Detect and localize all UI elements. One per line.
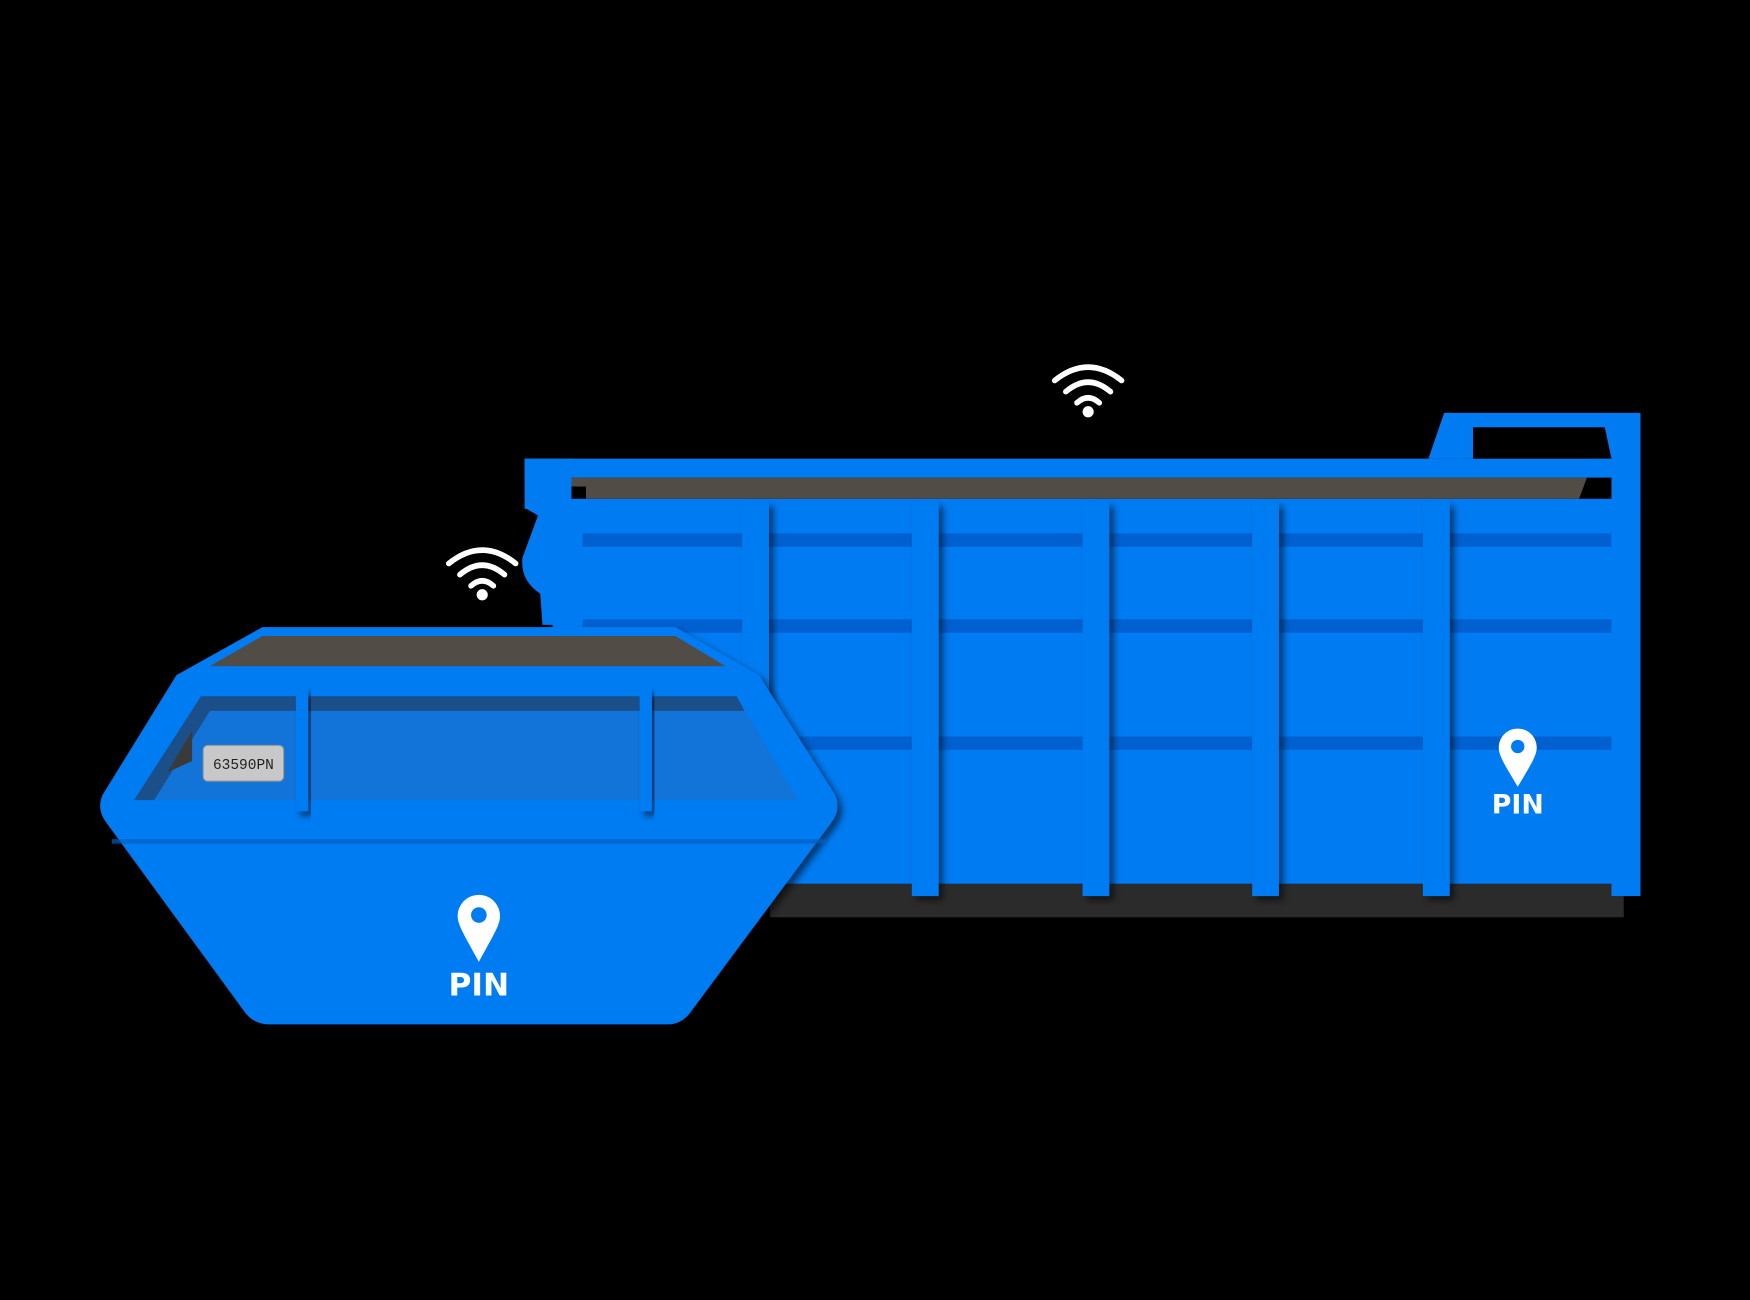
wifi-icon: [1051, 364, 1125, 418]
skip-hinge: [167, 730, 193, 773]
top-rim: [524, 458, 1641, 478]
rim-left: [524, 458, 572, 509]
map-pin-icon: [1498, 728, 1537, 787]
handle-hole: [1473, 427, 1605, 459]
wifi-icon: [445, 547, 519, 601]
large-container: PIN: [522, 364, 1641, 918]
post: [1422, 502, 1450, 897]
skip-lid: [209, 636, 726, 667]
container-end-cap: [522, 498, 559, 625]
container-base: [770, 883, 1624, 918]
pin-label: PIN: [449, 967, 510, 1003]
post: [1252, 502, 1279, 897]
post-right: [1611, 498, 1641, 897]
license-plate-background: [202, 744, 285, 782]
plate-number: 63590PN: [213, 758, 274, 774]
skip-details: 63590PN PIN: [111, 547, 826, 1003]
post: [911, 502, 939, 897]
license-plate: 63590PN: [202, 744, 285, 782]
map-pin-icon: [457, 894, 501, 962]
pin-label: PIN: [1492, 789, 1544, 820]
skip-post: [639, 688, 652, 812]
skip-lower-divider: [111, 839, 826, 844]
lid: [571, 477, 1587, 499]
skip-opening-rim: [134, 696, 745, 801]
post: [1082, 502, 1110, 897]
skip-post: [295, 688, 309, 812]
